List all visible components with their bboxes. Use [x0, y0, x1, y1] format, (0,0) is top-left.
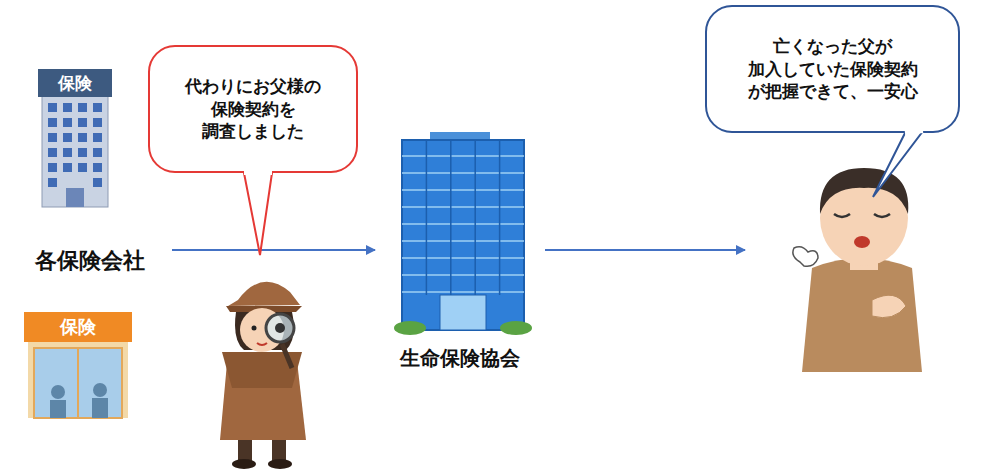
bubble-join [905, 131, 923, 133]
entity-label: 各保険会社 [15, 246, 165, 280]
detective-figure [228, 282, 300, 306]
insurance-building [93, 178, 102, 187]
association-building [402, 172, 524, 174]
insurance-building [63, 163, 72, 172]
insurance-shop [24, 312, 132, 418]
bubble-body [706, 6, 959, 132]
building-sign: 保険 [24, 312, 132, 342]
bubble-body [149, 46, 357, 172]
association-building [474, 140, 476, 295]
man-figure [854, 236, 870, 248]
association-building [394, 321, 426, 335]
insurance-shop [77, 348, 79, 418]
entity-group: 生命保険協会 [375, 130, 545, 385]
man-figure [872, 295, 906, 317]
building-sign: 保険 [38, 69, 112, 97]
insurance-building [38, 69, 112, 207]
insurance-shop [92, 398, 108, 418]
insurance-building [63, 103, 72, 112]
man-figure [834, 214, 850, 217]
flow-arrow [545, 249, 745, 251]
insurance-shop [93, 383, 107, 397]
insurance-building [48, 103, 102, 187]
insurance-building [38, 69, 112, 97]
man-figure [820, 168, 908, 214]
man-figure [793, 247, 818, 267]
association-building [402, 240, 524, 242]
insurance-building [63, 133, 72, 142]
speech-bubble: 亡くなった父が 加入していた保険契約 が把握できて、一安心 [745, 5, 960, 370]
association-building [500, 321, 532, 335]
association-building [402, 291, 524, 293]
detective-figure [272, 440, 286, 462]
insurance-building [48, 103, 57, 112]
speech-bubble: 代わりにお父様の 保険契約を 調査しました [148, 45, 358, 173]
insurance-building [93, 103, 102, 112]
insurance-building [93, 148, 102, 157]
detective-figure [252, 326, 257, 331]
insurance-building [48, 163, 57, 172]
man-figure [793, 168, 922, 372]
association-building [402, 140, 524, 295]
insurance-building [48, 178, 57, 187]
association-building [499, 140, 501, 295]
association-building [402, 140, 524, 330]
insurance-building [93, 163, 102, 172]
insurance-building [63, 148, 72, 157]
bubble-tail [873, 131, 923, 197]
association-building [402, 223, 524, 225]
insurance-building [78, 103, 87, 112]
association-building [402, 189, 524, 191]
insurance-building [93, 133, 102, 142]
insurance-building [78, 163, 87, 172]
insurance-building [48, 118, 57, 127]
man-figure [874, 214, 890, 217]
detective-figure [220, 282, 306, 469]
detective-figure [238, 440, 252, 462]
detective-figure [257, 343, 267, 345]
insurance-shop [28, 342, 128, 418]
association-building [402, 155, 524, 157]
detective-figure [282, 344, 292, 368]
insurance-building [78, 118, 87, 127]
speech-text: 亡くなった父が 加入していた保険契約 が把握できて、一安心 [705, 5, 960, 133]
flow-arrow [172, 249, 375, 251]
detective-figure [232, 459, 256, 469]
man-figure [802, 258, 922, 372]
insurance-building [63, 118, 72, 127]
association-building [402, 257, 524, 259]
bubble-tail [244, 173, 272, 255]
association-building [402, 206, 524, 208]
insurance-building [48, 133, 57, 142]
insurance-building [42, 95, 108, 207]
detective-figure [268, 459, 292, 469]
association-building [426, 140, 428, 295]
insurance-building [66, 188, 84, 207]
speech-text: 代わりにお父様の 保険契約を 調査しました [148, 45, 358, 173]
detective-figure [266, 314, 294, 342]
insurance-shop [50, 400, 66, 418]
insurance-building [93, 118, 102, 127]
insurance-shop [51, 385, 65, 399]
entity-label: 生命保険協会 [375, 345, 545, 377]
association-building [402, 274, 524, 276]
insurance-building [78, 148, 87, 157]
insurance-shop [34, 348, 122, 418]
association-building [394, 132, 532, 335]
insurance-building [78, 133, 87, 142]
insurance-shop [24, 312, 132, 342]
detective-figure [275, 323, 285, 333]
bubble-join [244, 171, 272, 175]
association-building [450, 140, 452, 295]
association-building [440, 295, 486, 330]
insurance-building [48, 148, 57, 157]
